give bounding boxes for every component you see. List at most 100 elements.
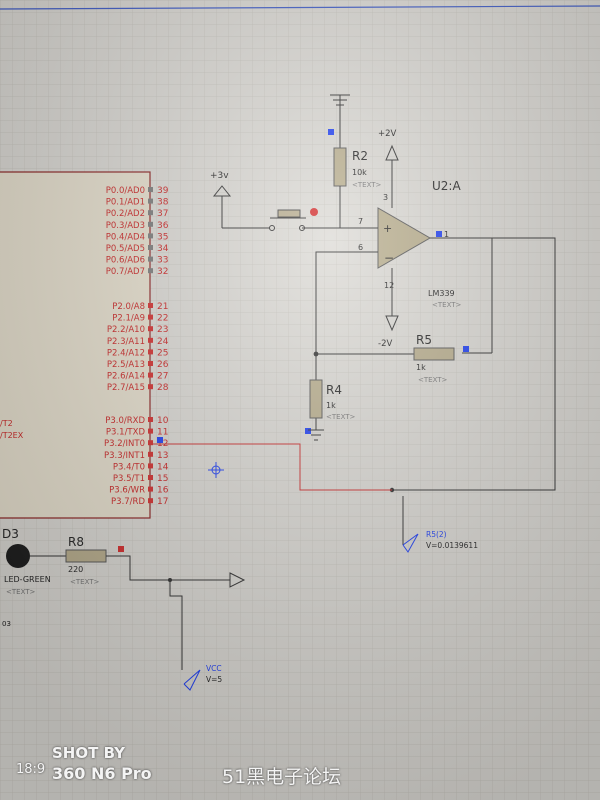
mcu-pin-number-p2-3: 24 (157, 337, 169, 347)
mcu-pin-state-p2-7[interactable] (148, 384, 153, 390)
mcu-pin-state-p2-3[interactable] (148, 337, 153, 343)
mcu-pin-label-p2-2: P2.2/A10 (107, 325, 145, 335)
pin-marker (436, 231, 442, 237)
mcu-pin-number-p3-6: 16 (157, 486, 169, 496)
pin-marker (305, 428, 311, 434)
mcu-pin-number-p3-5: 15 (157, 474, 168, 484)
mcu-pin-state-p3-6[interactable] (148, 486, 153, 492)
mcu-pin-label-p0-6: P0.6/AD6 (106, 256, 145, 266)
probe-r5-label: R5(2) (426, 530, 447, 539)
pin-marker-int0 (157, 437, 163, 443)
r8-ref: R8 (68, 535, 84, 549)
mcu-pin-state-p2-2[interactable] (148, 326, 153, 332)
opamp-text: <TEXT> (432, 301, 462, 309)
watermark-shot-by: SHOT BY (52, 744, 126, 762)
mcu-partial-label-2: /T2EX (0, 431, 24, 440)
mcu-pin-state-p3-7[interactable] (148, 498, 153, 504)
mcu-pin-label-p3-7: P3.7/RD (111, 497, 145, 507)
r5-value: 1k (416, 363, 426, 372)
mcu-pin-label-p0-2: P0.2/AD2 (106, 209, 145, 219)
opamp-pin-minus: 6 (358, 243, 363, 252)
mcu-pin-label-p0-1: P0.1/AD1 (106, 198, 145, 208)
mcu-pin-number-p3-3: 13 (157, 451, 168, 461)
mcu-pin-label-p3-2: P3.2/INT0 (104, 439, 145, 449)
svg-text:−: − (384, 251, 394, 265)
watermark-forum: 51黑电子论坛 (222, 766, 342, 788)
mcu-pin-label-p2-3: P2.3/A11 (107, 337, 145, 347)
svg-text:+: + (383, 222, 392, 235)
mcu-pin-label-p2-6: P2.6/A14 (107, 372, 145, 382)
watermark-device: 360 N6 Pro (52, 764, 152, 783)
mcu-pin-state-p0-4[interactable] (148, 233, 153, 239)
r8-text: <TEXT> (70, 578, 100, 586)
opamp-pin-vcc: 3 (383, 193, 388, 202)
mcu-pin-number-p0-0: 39 (157, 186, 169, 196)
mcu-pin-state-p0-2[interactable] (148, 210, 153, 216)
mcu-pin-label-p3-1: P3.1/TXD (106, 428, 146, 438)
r4-text: <TEXT> (326, 413, 356, 421)
mcu-pin-number-p0-5: 34 (157, 244, 169, 254)
mcu-pin-number-p3-1: 11 (157, 428, 168, 438)
mcu-pin-state-p3-4[interactable] (148, 463, 153, 469)
mcu-pin-number-p0-1: 38 (157, 198, 169, 208)
watermark-time: 18:9 (16, 762, 46, 777)
mcu-pin-label-p2-0: P2.0/A8 (112, 302, 145, 312)
mcu-pin-state-p2-0[interactable] (148, 303, 153, 308)
mcu-pin-state-p0-7[interactable] (148, 268, 153, 274)
opamp-ref: U2:A (432, 179, 461, 193)
mcu-pin-number-p2-4: 25 (157, 348, 168, 358)
mcu-pin-state-p2-1[interactable] (148, 314, 153, 320)
mcu-pin-state-p0-3[interactable] (148, 221, 153, 227)
mcu-pin-label-p3-4: P3.4/T0 (113, 462, 145, 472)
mcu-pin-state-p2-6[interactable] (148, 372, 153, 378)
mcu-pin-number-p3-0: 10 (157, 416, 169, 426)
mcu-partial-label-1: /T2 (0, 419, 13, 428)
mcu-pin-number-p2-0: 21 (157, 302, 168, 312)
mcu-pin-number-p2-7: 28 (157, 383, 169, 393)
r2-text: <TEXT> (352, 181, 382, 189)
mcu-pin-number-p0-7: 32 (157, 267, 168, 277)
mcu-pin-label-p3-6: P3.6/WR (109, 486, 145, 496)
d3-part: LED-GREEN (4, 575, 51, 584)
mcu-pin-label-p0-5: P0.5/AD5 (106, 244, 145, 254)
mcu-pin-state-p0-1[interactable] (148, 198, 153, 204)
mcu-pin-label-p3-0: P3.0/RXD (105, 416, 145, 426)
mcu-pin-label-p2-5: P2.5/A13 (107, 360, 145, 370)
mcu-pin-state-p3-0[interactable] (148, 417, 153, 422)
mcu-pin-number-p2-2: 23 (157, 325, 168, 335)
probe-r5-value: V=0.0139611 (426, 541, 478, 550)
mcu-pin-number-p0-3: 36 (157, 221, 169, 231)
mcu-pin-label-p2-1: P2.1/A9 (112, 314, 145, 324)
mcu-pin-state-p0-6[interactable] (148, 256, 153, 262)
r8-value: 220 (68, 565, 83, 574)
opamp-pin-gnd: 12 (384, 281, 394, 290)
mcu-pin-number-p2-1: 22 (157, 314, 168, 324)
mcu-pin-state-p2-4[interactable] (148, 349, 153, 355)
mcu-pin-state-p2-5[interactable] (148, 361, 153, 366)
supply-plus-label: +2V (378, 129, 397, 139)
r4-value: 1k (326, 401, 336, 410)
opamp-pin-plus: 7 (358, 217, 363, 226)
pin-marker (118, 546, 124, 552)
opamp-part: LM339 (428, 289, 455, 298)
mcu-pin-label-p0-0: P0.0/AD0 (106, 186, 145, 196)
mcu-pin-label-p3-3: P3.3/INT1 (104, 451, 145, 461)
r5-text: <TEXT> (418, 376, 448, 384)
mcu-pin-label-p0-4: P0.4/AD4 (106, 232, 145, 242)
mcu-pin-state-p0-5[interactable] (148, 245, 153, 250)
d3-ref: D3 (2, 527, 19, 541)
mcu-pin-number-p0-2: 37 (157, 209, 168, 219)
r2-ref: R2 (352, 149, 368, 163)
r2-value: 10k (352, 168, 367, 177)
mcu-pin-state-p3-1[interactable] (148, 428, 153, 434)
probe-vcc-label: VCC (206, 664, 222, 673)
mcu-pin-state-p3-3[interactable] (148, 451, 153, 457)
supply-3v-label: +3v (210, 171, 229, 181)
switch-state-dot[interactable] (310, 208, 318, 216)
mcu-pin-state-p0-0[interactable] (148, 187, 153, 192)
mcu-chip[interactable]: P0.0/AD0P0.1/AD1P0.2/AD2P0.3/AD3P0.4/AD4… (0, 171, 169, 519)
mcu-pin-state-p3-5[interactable] (148, 475, 153, 480)
r4-ref: R4 (326, 383, 342, 397)
pin-marker (463, 346, 469, 352)
